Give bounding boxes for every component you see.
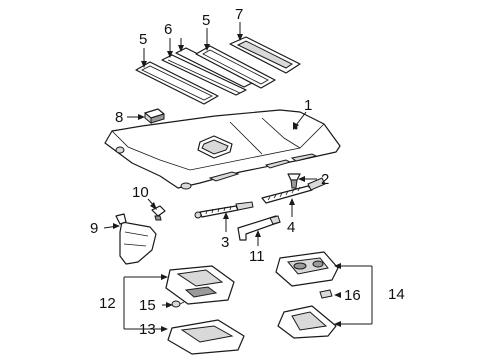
bulb-part-15 [171,300,185,308]
callout-16: 16 [344,287,361,304]
callout-5-right: 5 [202,12,210,29]
callout-2: 2 [321,171,329,188]
callout-15: 15 [139,297,156,314]
bulb-part-16 [319,289,333,299]
pad-strip-part-6 [161,54,247,96]
pad-large-part-7 [229,36,301,74]
callout-14: 14 [388,286,405,303]
callout-6: 6 [164,21,172,38]
callout-5-left: 5 [139,31,147,48]
callout-3: 3 [221,234,229,251]
grab-handle-part-11 [237,215,281,241]
callout-12: 12 [99,295,116,312]
wire-harness-part-3 [194,201,254,219]
callout-labels: 5 6 5 7 8 1 2 10 9 4 3 11 12 15 13 16 14 [90,6,405,338]
dome-lamp-part-14 [275,251,339,287]
clip-part-8 [144,108,165,125]
callout-10: 10 [132,184,149,201]
callout-7: 7 [235,6,243,23]
callout-4: 4 [287,219,295,236]
headliner-part-1 [104,109,341,190]
callout-11: 11 [249,248,265,265]
pad-right-part-5 [195,45,276,89]
arrowheads [113,34,341,332]
sun-visor-part-9 [115,213,157,265]
callout-8: 8 [115,109,123,126]
callout-9: 9 [90,220,98,237]
wire-harness-part-4 [261,177,326,204]
map-lamp-part-12 [165,265,235,305]
dome-lens-part-14 [277,305,337,339]
lamp-lens-part-13 [167,319,245,355]
bolt-part-2 [287,173,301,189]
callout-1: 1 [304,97,312,114]
callout-13: 13 [139,321,156,338]
